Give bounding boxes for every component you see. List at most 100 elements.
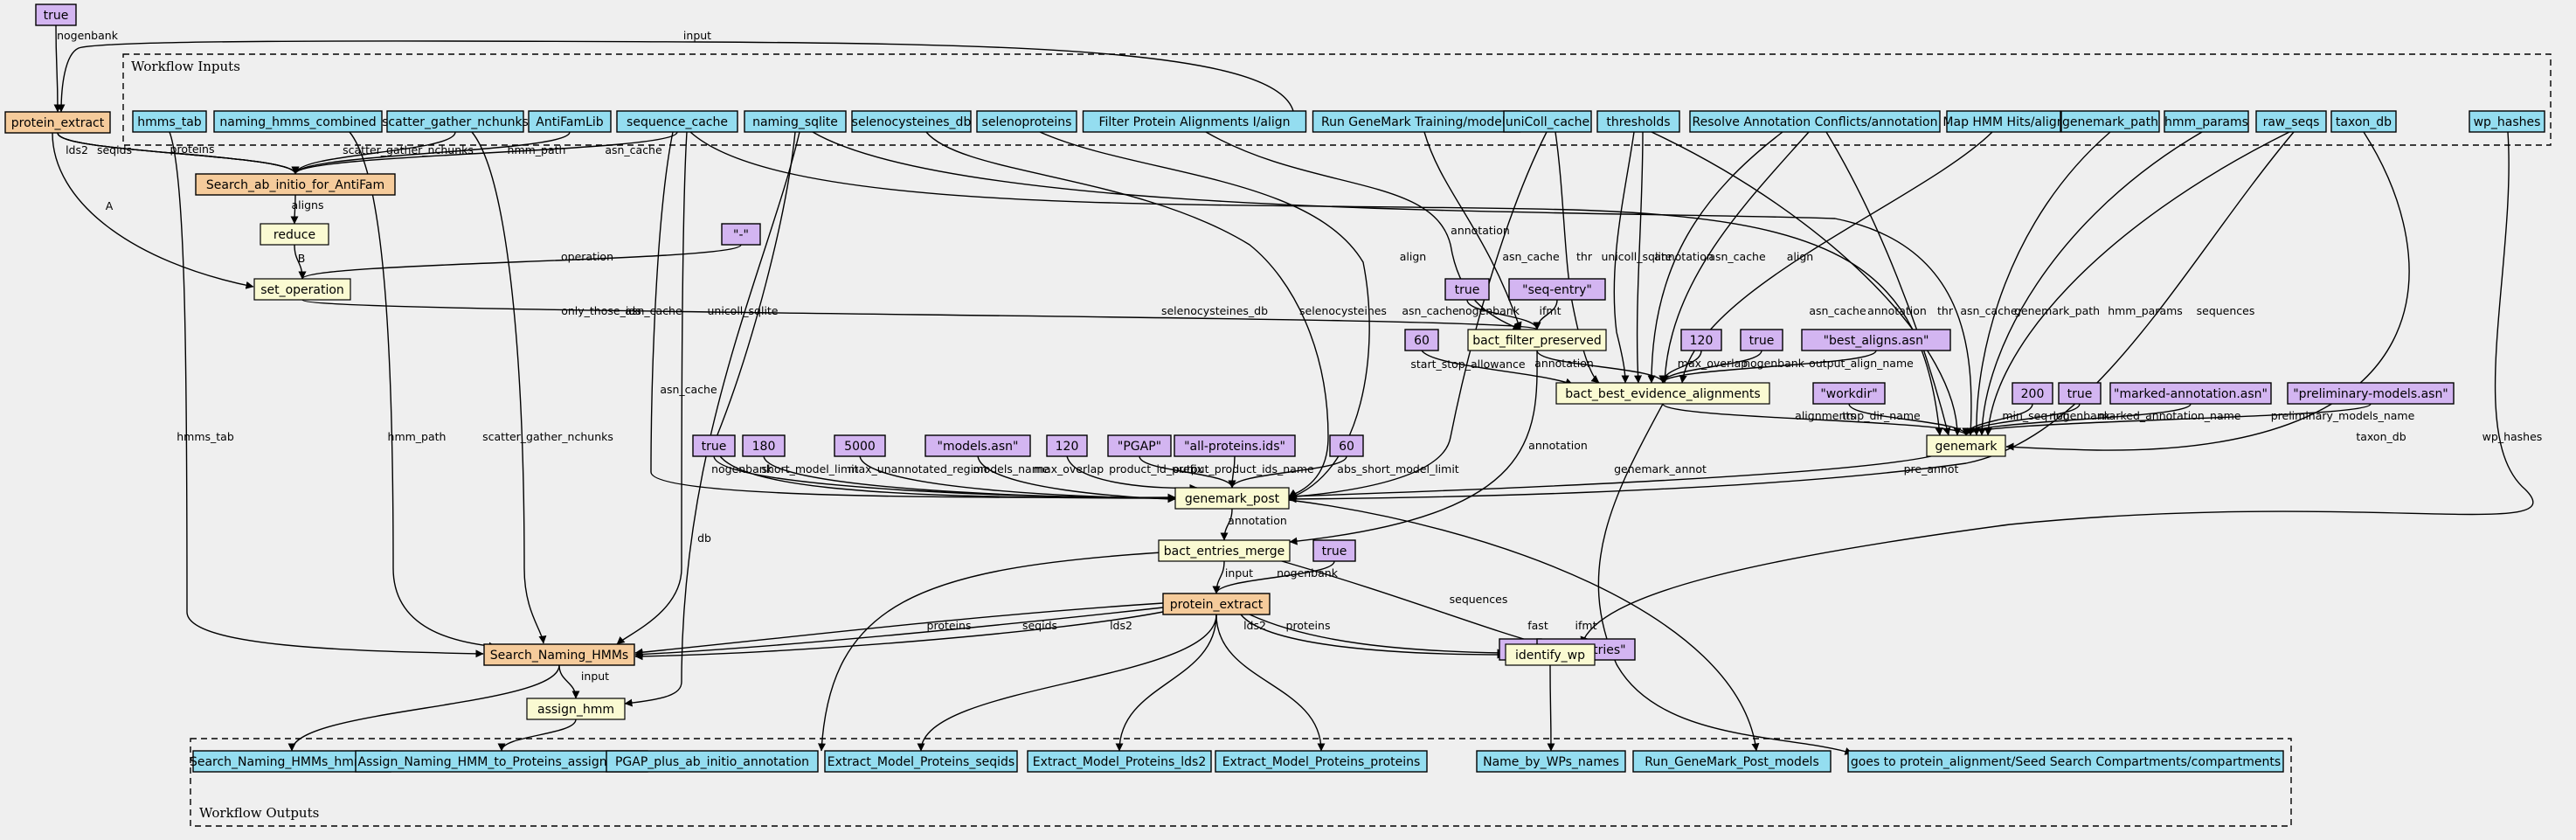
node-genemark-path[interactable]: genemark_path	[2060, 110, 2160, 133]
node-sequence-cache[interactable]: sequence_cache	[616, 110, 738, 133]
node-true-gm[interactable]: true	[2058, 382, 2102, 405]
node-c120-a[interactable]: 120	[1680, 329, 1722, 351]
node-genemark-post[interactable]: genemark_post	[1174, 487, 1290, 510]
node-marked-annotation[interactable]: "marked-annotation.asn"	[2109, 382, 2272, 405]
node-set-operation[interactable]: set_operation	[253, 278, 351, 301]
node-label: scatter_gather_nchunks	[382, 115, 529, 129]
node-c60-a[interactable]: 60	[1404, 329, 1439, 351]
node-box	[1689, 110, 1941, 133]
edge-label-tmp-dir-name: tmp_dir_name	[1842, 409, 1921, 422]
node-protein-extract-2[interactable]: protein_extract	[1162, 593, 1271, 615]
node-selenocysteines-db[interactable]: selenocysteines_db	[851, 110, 972, 133]
edge-raw-seqs-to-genemark-post	[1288, 131, 2295, 503]
edge-label-align: align	[1400, 250, 1426, 263]
node-unicoll-cache[interactable]: uniColl_cache	[1503, 110, 1592, 133]
edge-label-b: B	[298, 252, 306, 265]
node-out-run-genemark-post[interactable]: Run_GeneMark_Post_models	[1632, 750, 1832, 773]
node-seq-entry[interactable]: "seq-entry"	[1508, 278, 1606, 301]
node-filter-protein-alignments[interactable]: Filter Protein Alignments I/align	[1082, 110, 1307, 133]
node-label: 200	[2021, 387, 2045, 401]
node-workdir[interactable]: "workdir"	[1812, 382, 1886, 405]
edge-label-short-model-limit: short_model_limit	[761, 462, 858, 476]
edge-label-hmm-params: hmm_params	[2108, 304, 2183, 317]
node-best-aligns[interactable]: "best_aligns.asn"	[1801, 329, 1951, 351]
node-map-hmm-hits[interactable]: Map HMM Hits/align	[1942, 110, 2065, 133]
edge-label-thr: thr	[1576, 250, 1593, 263]
edge-c60-a-to-bact-best-evidence	[1421, 350, 1574, 386]
node-scatter-gather-nchunks[interactable]: scatter_gather_nchunks	[382, 110, 529, 133]
node-box	[4, 111, 111, 134]
node-reduce[interactable]: reduce	[260, 223, 329, 246]
node-out-name-by-wps[interactable]: Name_by_WPs_names	[1476, 750, 1626, 773]
edge-protein-extract-2-to-out-extract-lds2	[1115, 614, 1217, 752]
node-search-ab-initio[interactable]: Search_ab_initio_for_AntiFam	[195, 173, 396, 196]
edge-label-output-align-name: output_align_name	[1809, 357, 1914, 370]
node-genemark[interactable]: genemark	[1926, 434, 2006, 457]
edge-label-thr: thr	[1937, 304, 1954, 317]
node-true-gp[interactable]: true	[692, 434, 736, 457]
node-assign-hmm[interactable]: assign_hmm	[526, 698, 626, 720]
node-true-bbea[interactable]: true	[1740, 329, 1783, 351]
node-c60-b[interactable]: 60	[1329, 434, 1364, 457]
node-box	[721, 223, 761, 246]
node-true-top[interactable]: true	[35, 3, 77, 26]
node-true-bfp[interactable]: true	[1444, 278, 1490, 301]
node-label: "PGAP"	[1118, 440, 1161, 454]
node-c180[interactable]: 180	[742, 434, 786, 457]
node-preliminary-models[interactable]: "preliminary-models.asn"	[2287, 382, 2455, 405]
edge-hmm-params-to-genemark	[1977, 131, 2203, 436]
node-resolve-annotation[interactable]: Resolve Annotation Conflicts/annotation	[1689, 110, 1941, 133]
node-out-extract-seqids[interactable]: Extract_Model_Proteins_seqids	[824, 750, 1018, 773]
edge-label-product-id-prefix: product_id_prefix	[1109, 462, 1203, 476]
node-selenoproteins[interactable]: selenoproteins	[976, 110, 1077, 133]
node-c120-b[interactable]: 120	[1046, 434, 1088, 457]
node-hmms-tab[interactable]: hmms_tab	[132, 110, 207, 133]
node-models-asn[interactable]: "models.asn"	[924, 434, 1031, 457]
node-out-assign-naming[interactable]: Assign_Naming_HMM_to_Proteins_assignment…	[355, 750, 648, 773]
node-run-genemark-training[interactable]: Run GeneMark Training/models	[1312, 110, 1521, 133]
node-naming-sqlite[interactable]: naming_sqlite	[744, 110, 847, 133]
nodes-layer: true protein_extract hmms_tab naming_hmms_c…	[4, 3, 2545, 773]
node-hmm-params[interactable]: hmm_params	[2164, 110, 2249, 133]
edge-search-ab-initio-to-reduce	[290, 194, 299, 225]
node-raw-seqs[interactable]: raw_seqs	[2255, 110, 2327, 133]
node-label: Search_Naming_HMMs_hmm_hits	[190, 755, 394, 769]
node-out-extract-proteins[interactable]: Extract_Model_Proteins_proteins	[1215, 750, 1428, 773]
node-taxon-db[interactable]: taxon_db	[2330, 110, 2397, 133]
node-antifamlib[interactable]: AntiFamLib	[528, 110, 612, 133]
edge-naming-sqlite-to-assign-hmm	[624, 131, 800, 707]
node-bact-filter-preserved[interactable]: bact_filter_preserved	[1467, 329, 1607, 351]
node-bact-best-evidence[interactable]: bact_best_evidence_alignments	[1555, 382, 1770, 405]
edge-label-sequences: sequences	[2197, 304, 2255, 317]
node-const-dash[interactable]: "-"	[721, 223, 761, 246]
edge-bact-entries-merge-to-out-pgap-plus	[818, 552, 1163, 752]
node-wp-hashes[interactable]: wp_hashes	[2469, 110, 2545, 133]
node-label: uniColl_cache	[1506, 115, 1589, 129]
node-c200[interactable]: 200	[2012, 382, 2053, 405]
node-box	[2109, 382, 2272, 405]
node-out-goes-to[interactable]: goes to protein_alignment/Seed Search Co…	[1847, 750, 2284, 773]
node-thresholds[interactable]: thresholds	[1596, 110, 1680, 133]
node-box	[1476, 750, 1626, 773]
node-out-pgap-plus[interactable]: PGAP_plus_ab_initio_annotation	[606, 750, 819, 773]
node-search-naming-hmms[interactable]: Search_Naming_HMMs	[483, 643, 635, 666]
node-bact-entries-merge[interactable]: bact_entries_merge	[1158, 539, 1291, 562]
node-label: hmms_tab	[137, 115, 202, 129]
node-label: genemark_path	[2062, 115, 2158, 129]
node-box	[976, 110, 1077, 133]
node-c5000[interactable]: 5000	[834, 434, 886, 457]
node-all-proteins-ids[interactable]: "all-proteins.ids"	[1174, 434, 1296, 457]
edge-label-input: input	[683, 29, 711, 42]
edge-bact-entries-merge-to-identify-wp	[1275, 559, 1543, 647]
edge-label-min-seq-len: min_seq_len	[2002, 409, 2069, 422]
node-pgap[interactable]: "PGAP"	[1107, 434, 1172, 457]
edge-label-asn-cache: asn_cache	[1402, 304, 1459, 317]
node-true-bem[interactable]: true	[1312, 539, 1356, 562]
node-out-extract-lds2[interactable]: Extract_Model_Proteins_lds2	[1027, 750, 1212, 773]
edge-label-wp-hashes: wp_hashes	[2483, 430, 2543, 443]
node-identify-wp[interactable]: identify_wp	[1505, 643, 1596, 666]
edge-label-asn-cache: asn_cache	[1960, 304, 2018, 317]
edge-naming-hmms-combined-to-search-naming-hmms	[349, 131, 497, 650]
node-naming-hmms-combined[interactable]: naming_hmms_combined	[213, 110, 383, 133]
node-protein-extract-1[interactable]: protein_extract	[4, 111, 111, 134]
